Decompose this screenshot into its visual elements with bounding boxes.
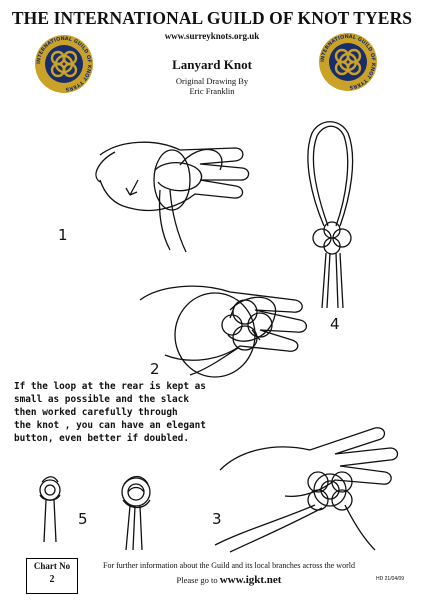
step-number: 5: [78, 510, 88, 528]
note-line: If the loop at the rear is kept as: [14, 381, 206, 392]
step3-drawing: [214, 427, 399, 553]
step-number: 4: [330, 315, 340, 333]
note-line: then worked carefully through: [14, 407, 178, 418]
step4-drawing: [307, 121, 354, 309]
credit-line: Original Drawing By: [175, 76, 249, 86]
note-line: the knot , you can have an elegant: [14, 420, 206, 431]
guild-logo-left-icon: INTERNATIONAL GUILD OF KNOT TYERS: [35, 35, 93, 93]
document-code: HD 21/04/09: [376, 576, 405, 582]
chart-number-box: [26, 558, 78, 594]
guild-logo-right-icon: INTERNATIONAL GUILD OF KNOT TYERS: [319, 33, 377, 91]
step5-drawing: [39, 475, 151, 551]
website-url[interactable]: www.surreyknots.org.uk: [164, 31, 260, 41]
igkt-link[interactable]: www.igkt.net: [219, 574, 282, 586]
footer-info: For further information about the Guild …: [103, 561, 355, 570]
step-number: 3: [212, 510, 222, 528]
chart-number: 2: [49, 574, 55, 585]
note-line: button, even better if doubled.: [14, 433, 189, 444]
footer-goto: Please go to www.igkt.net: [84, 574, 374, 586]
instruction-note: If the loop at the rear is kept as small…: [14, 380, 224, 445]
page-title: THE INTERNATIONAL GUILD OF KNOT TYERS: [11, 8, 413, 28]
artist-name: Eric Franklin: [189, 86, 235, 96]
step1-drawing: [95, 141, 250, 253]
step2-drawing: [139, 285, 307, 378]
goto-prefix: Please go to: [176, 575, 218, 585]
note-line: small as possible and the slack: [14, 394, 189, 405]
step-number: 1: [58, 226, 68, 244]
knot-name: Lanyard Knot: [172, 57, 252, 72]
chart-label: Chart No: [33, 561, 71, 571]
step-number: 2: [150, 360, 160, 378]
